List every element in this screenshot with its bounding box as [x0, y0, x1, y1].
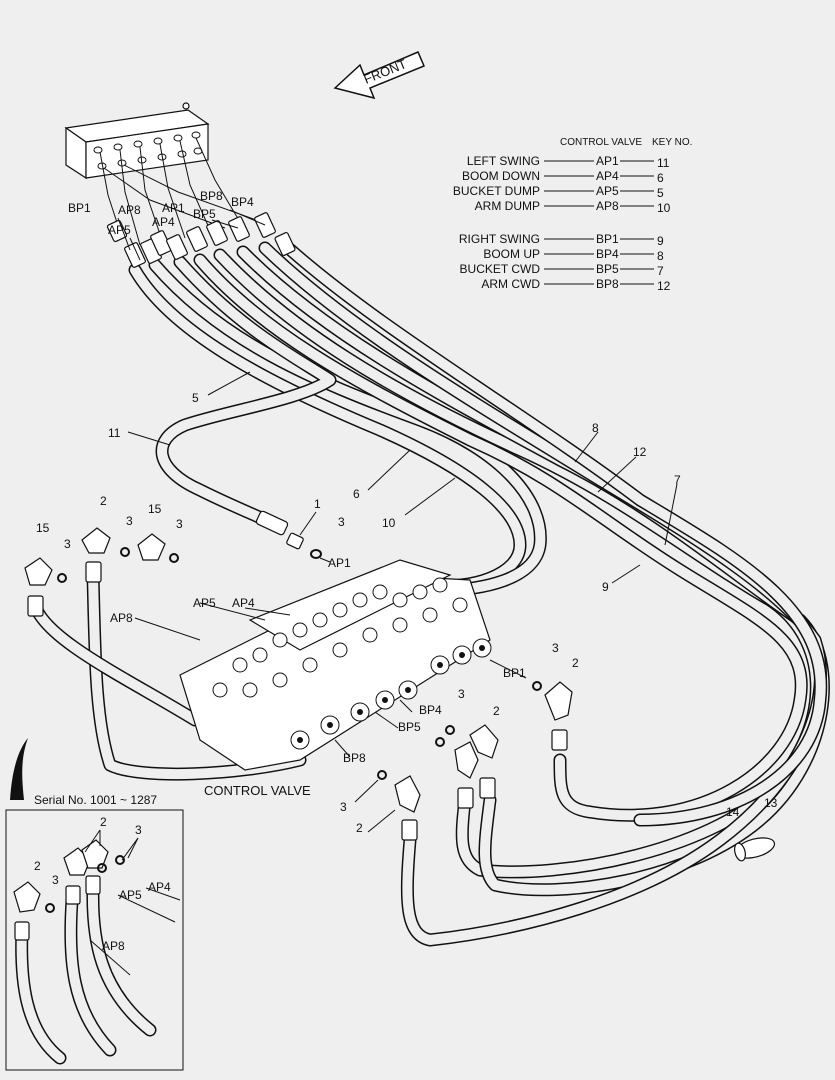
- inset-key-3: 3: [135, 823, 142, 837]
- table-row-port: BP5: [596, 262, 619, 276]
- inset-pointer: [10, 738, 28, 800]
- table-row-port: AP1: [596, 154, 619, 168]
- table-row-port: AP8: [596, 199, 619, 213]
- key-3-g: 3: [340, 800, 347, 814]
- inset-key-2-b: 2: [34, 859, 41, 873]
- label-ap4: AP4: [152, 215, 175, 229]
- table-row-key: 12: [657, 279, 671, 293]
- port-labels: BP1 AP8 AP1 BP8 BP4 AP5 AP4 BP5: [68, 189, 254, 237]
- inset-label-ap4: AP4: [148, 880, 171, 894]
- key-3-a: 3: [338, 515, 345, 529]
- key-3-c: 3: [176, 517, 183, 531]
- valve-label-bp4: BP4: [419, 703, 442, 717]
- key-2-a: 2: [100, 494, 107, 508]
- table-row-port: BP4: [596, 247, 619, 261]
- key-numbers: 5 11 8 12 7 6 10 9 1 3 2 15 15 3 3 3 3 2…: [36, 391, 778, 835]
- key-15-b: 15: [36, 521, 50, 535]
- table-row-port: BP8: [596, 277, 619, 291]
- label-bp8: BP8: [200, 189, 223, 203]
- key-2-b: 2: [572, 656, 579, 670]
- table-row-function: ARM CWD: [481, 277, 540, 291]
- table-row-function: LEFT SWING: [467, 154, 540, 168]
- table-row-key: 8: [657, 249, 664, 263]
- valve-label-bp5: BP5: [398, 720, 421, 734]
- table-row-function: BUCKET CWD: [460, 262, 541, 276]
- leader-lines: [117, 209, 678, 833]
- key-5: 5: [192, 391, 199, 405]
- inset-serial: Serial No. 1001 ~ 1287 2 3 2 3 AP4 A: [5, 738, 184, 1071]
- label-bp5: BP5: [193, 207, 216, 221]
- key-12: 12: [633, 445, 647, 459]
- table-row-function: BOOM DOWN: [462, 169, 540, 183]
- loose-fittings: [24, 510, 776, 862]
- inset-label-ap8: AP8: [102, 939, 125, 953]
- table-row-port: BP1: [596, 232, 619, 246]
- table-row-key: 7: [657, 264, 664, 278]
- label-ap8: AP8: [118, 203, 141, 217]
- pilot-block: [64, 102, 263, 246]
- key-10: 10: [382, 516, 396, 530]
- key-2-d: 2: [356, 821, 363, 835]
- key-14: 14: [726, 805, 740, 819]
- control-valve: [179, 559, 492, 771]
- inset-key-2: 2: [100, 815, 107, 829]
- valve-label-bp1: BP1: [503, 666, 526, 680]
- label-ap5: AP5: [108, 223, 131, 237]
- valve-label-ap4: AP4: [232, 596, 255, 610]
- key-3-e: 3: [552, 641, 559, 655]
- control-valve-label: CONTROL VALVE: [204, 783, 311, 798]
- key-3-b: 3: [126, 514, 133, 528]
- inset-label-ap5: AP5: [119, 888, 142, 902]
- key-11: 11: [108, 426, 121, 440]
- inset-key-3-b: 3: [52, 873, 59, 887]
- table-row-port: AP5: [596, 184, 619, 198]
- valve-label-bp8: BP8: [343, 751, 366, 765]
- key-8: 8: [592, 421, 599, 435]
- valve-label-ap1: AP1: [328, 556, 351, 570]
- table-row-function: BOOM UP: [483, 247, 540, 261]
- label-bp1: BP1: [68, 201, 91, 215]
- table-row-key: 9: [657, 234, 664, 248]
- port-key-table: CONTROL VALVE KEY NO. LEFT SWING AP1 11BOO…: [453, 137, 693, 293]
- inset-frame: [5, 809, 184, 1071]
- key-13: 13: [764, 796, 778, 810]
- table-row-function: ARM DUMP: [475, 199, 540, 213]
- key-3-f: 3: [458, 687, 465, 701]
- valve-label-ap8: AP8: [110, 611, 133, 625]
- table-header-valve: CONTROL VALVE: [560, 137, 642, 148]
- table-header-key: KEY NO.: [652, 137, 692, 148]
- table-row-port: AP4: [596, 169, 619, 183]
- hose-bundle: [28, 238, 830, 947]
- key-2-c: 2: [493, 704, 500, 718]
- front-arrow: FRONT: [333, 51, 425, 100]
- key-15-a: 15: [148, 502, 162, 516]
- label-ap1: AP1: [162, 201, 185, 215]
- inset-serial-label: Serial No. 1001 ~ 1287: [34, 793, 157, 807]
- table-row-key: 5: [657, 186, 664, 200]
- key-1: 1: [314, 497, 321, 511]
- table-row-function: RIGHT SWING: [459, 232, 540, 246]
- valve-label-ap5: AP5: [193, 596, 216, 610]
- key-6: 6: [353, 487, 360, 501]
- table-row-key: 6: [657, 171, 664, 185]
- key-7: 7: [674, 473, 681, 487]
- key-9: 9: [602, 580, 609, 594]
- valve-port-labels: AP1 AP5 AP4 AP8 BP1 BP4 BP5 BP8 CONTROL …: [110, 556, 526, 798]
- label-bp4: BP4: [231, 195, 254, 209]
- table-row-function: BUCKET DUMP: [453, 184, 540, 198]
- table-row-key: 10: [657, 201, 671, 215]
- key-3-d: 3: [64, 537, 71, 551]
- table-row-key: 11: [657, 156, 670, 170]
